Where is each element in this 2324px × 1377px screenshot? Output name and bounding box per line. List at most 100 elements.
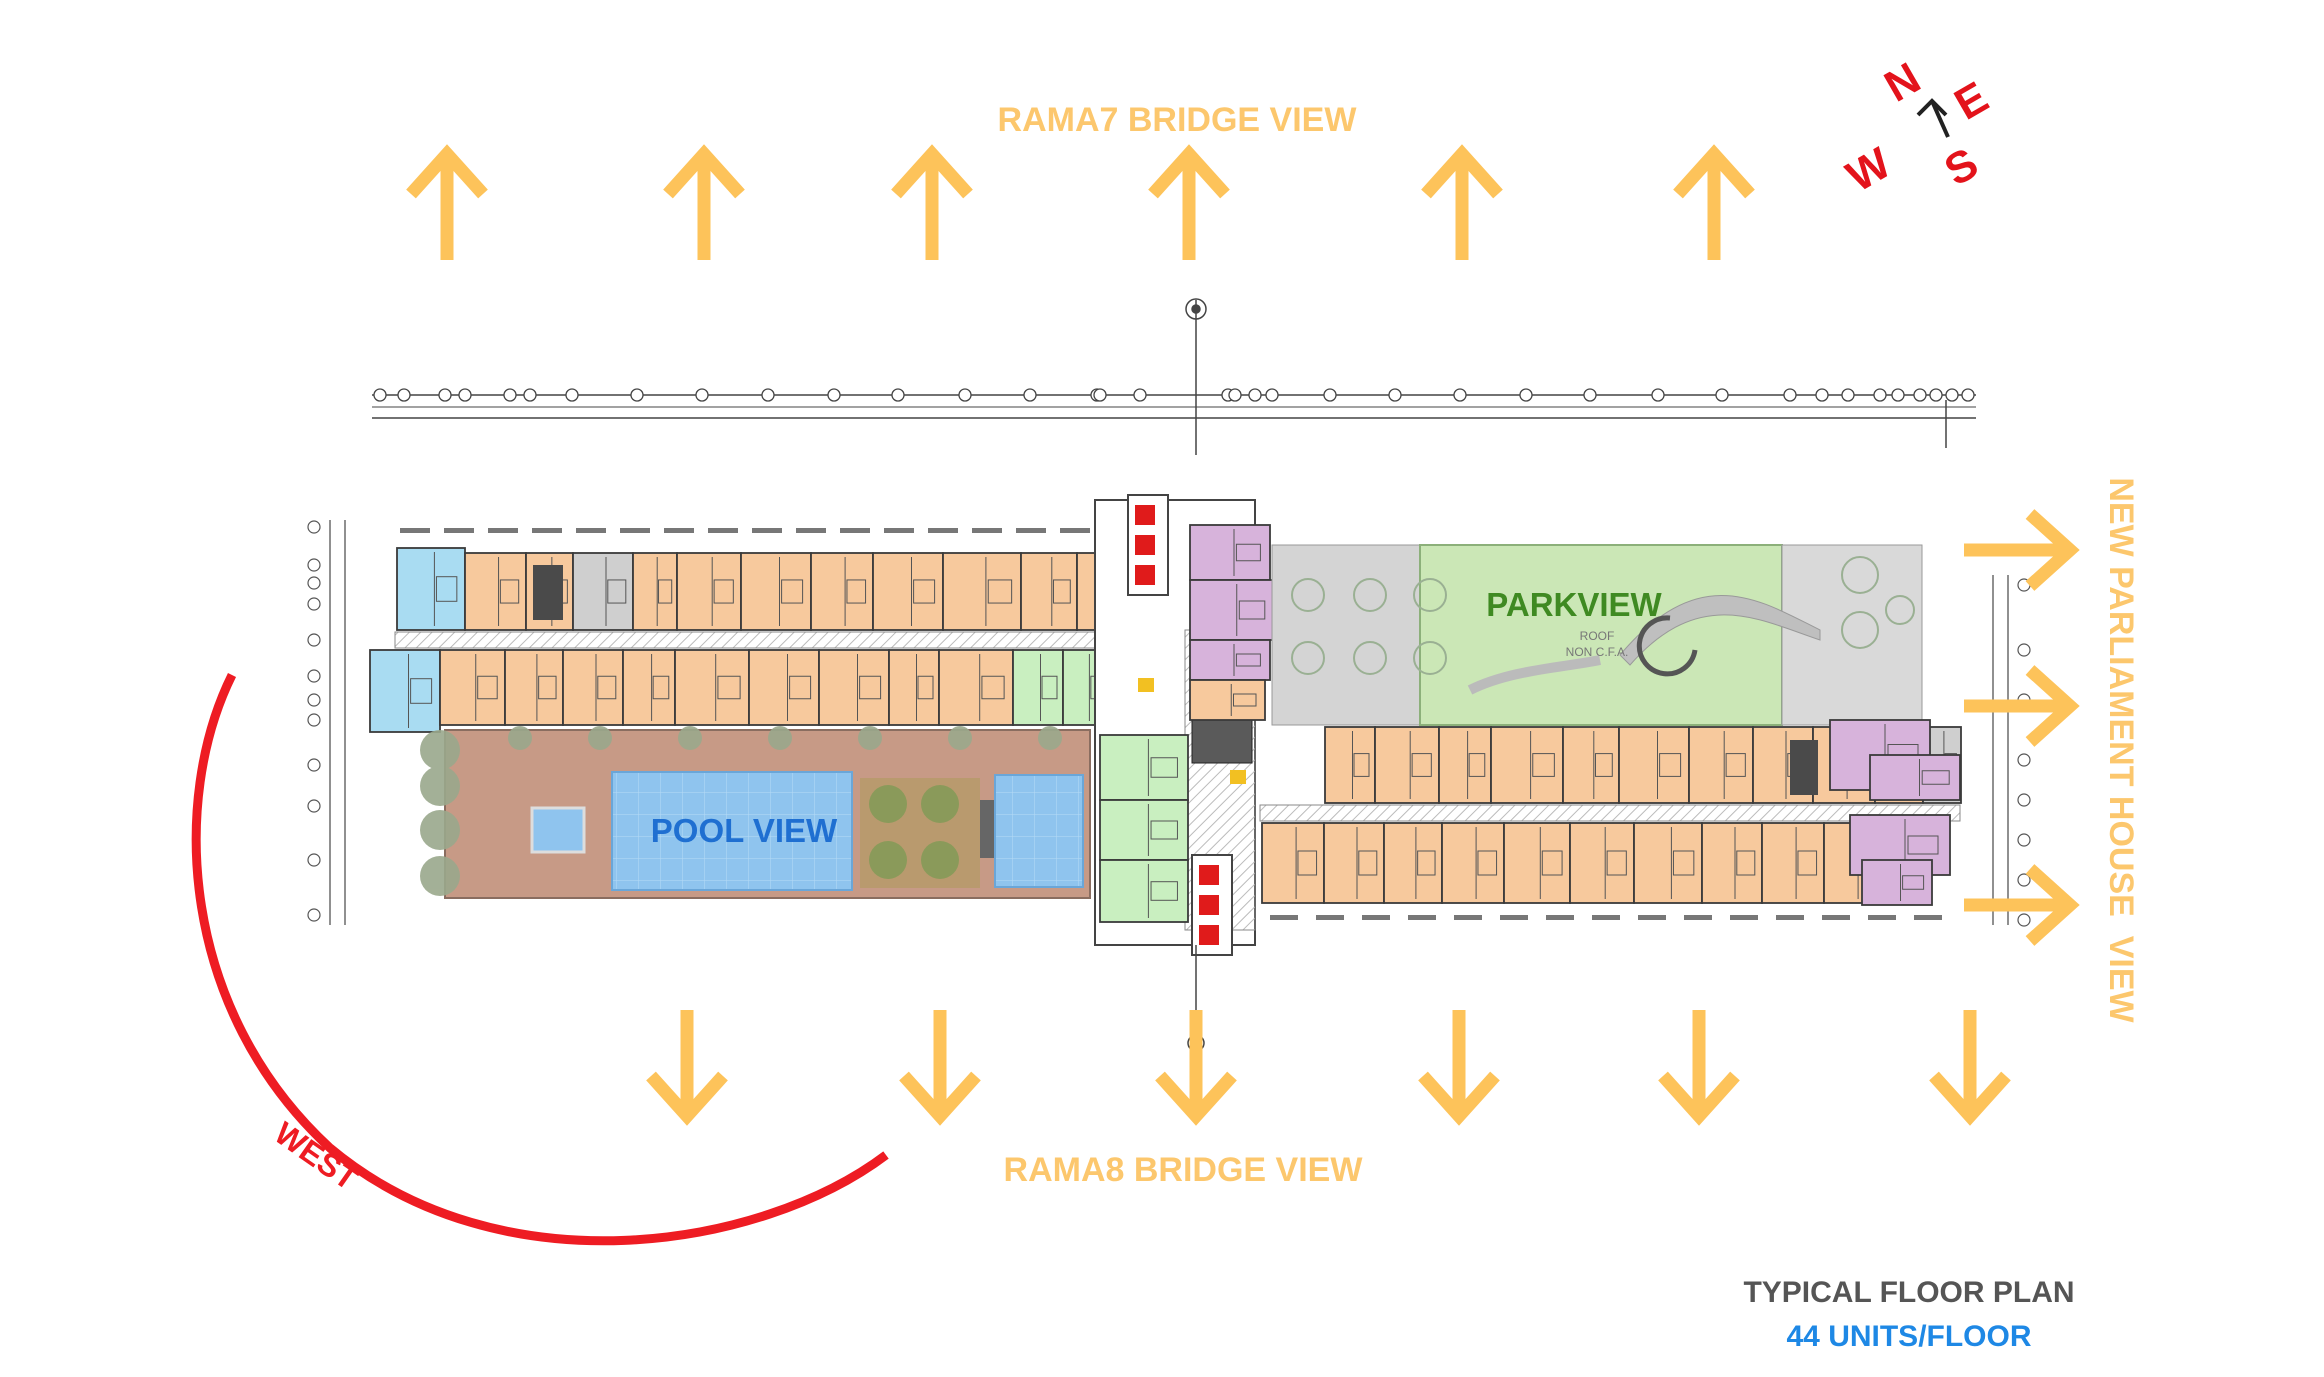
unit-tag [444,528,474,533]
unit-bath [538,675,557,700]
unit-bath [846,579,867,604]
grid-bubble [1323,388,1337,402]
unit-block [622,649,676,726]
pool-view-label: POOL VIEW [651,812,838,849]
unit-bath [1150,881,1178,901]
pool [611,771,853,891]
grid-bubble [307,669,321,683]
arrow-up-icon [1153,154,1225,260]
roof-note: ROOF [1580,629,1615,643]
unit-bath [1353,753,1370,777]
lift-lobby [1191,717,1253,764]
grid-bubble [1929,388,1943,402]
unit-block [464,552,527,631]
unit-tag [884,528,914,533]
unit-bath [913,579,936,604]
fire-stair-north [1127,494,1169,596]
grid-bubble [958,388,972,402]
park-area [1271,544,1923,726]
south-view-arrows [651,1010,2006,1116]
unit-block [632,552,678,631]
east-corridor [1259,804,1961,822]
unit-bath [1041,675,1058,700]
unit-bath [1417,850,1436,876]
deck-trees [420,726,1062,896]
stair-core [533,565,563,620]
unit-block [1869,754,1961,801]
unit-bath [717,675,741,700]
east-north-units [1324,726,1962,804]
left-grid-bubbles [307,520,321,922]
north-view-arrows [411,154,1750,260]
grid-bubble [1945,388,1959,402]
unit-bath [1468,753,1486,777]
unit-block [872,552,944,631]
unit-tag [620,528,650,533]
unit-block [1503,822,1571,904]
grid-bubble [373,388,387,402]
unit-bath [1797,850,1818,876]
unit-tag [576,528,606,533]
grid-bubble [307,853,321,867]
unit-bath [1541,850,1563,876]
unit-bath [1725,753,1746,777]
grid-bubble [1783,388,1797,402]
grid-bubble [307,693,321,707]
grid-bubble [1453,388,1467,402]
grid-bubble [1519,388,1533,402]
grid-bubble [1228,388,1242,402]
unit-bath [1736,850,1756,876]
unit-block [1441,822,1505,904]
unit-block [938,649,1014,726]
unit-bath [713,579,734,604]
east-view-arrows [1964,514,2070,941]
unit-bath [652,675,670,700]
grid-bubble [827,388,841,402]
grid-bubble [503,388,517,402]
unit-bath [1477,850,1498,876]
unit-bath [1235,653,1261,667]
unit-block [810,552,874,631]
units-per-floor: 44 UNITS/FLOOR [1786,1320,2031,1353]
unit-bath [1411,753,1432,777]
unit-bath [1594,753,1613,777]
unit-bath [789,675,812,700]
floor-plan-title: TYPICAL FLOOR PLAN [1743,1276,2074,1309]
unit-bath [1297,850,1318,876]
grid-bubble [523,388,537,402]
grid-bubble [2017,833,2031,847]
unit-tag [1684,915,1712,920]
stair-core [1790,740,1818,795]
grid-bubble [307,799,321,813]
unit-tag [972,528,1002,533]
unit-bath [987,579,1013,604]
grid-bubble [1133,388,1147,402]
unit-bath [1659,753,1682,777]
unit-tag [1270,915,1298,920]
unit-bath [781,579,804,604]
unit-block [676,552,742,631]
west-south-units [369,649,1112,733]
unit-block [1189,679,1266,721]
grid-bubble [695,388,709,402]
grid-bubble [1961,388,1975,402]
parkview-label: PARKVIEW [1486,586,1662,623]
unit-bath [477,675,498,700]
unit-block [1099,799,1189,861]
compass-e: E [1947,73,1997,130]
unit-bath [981,675,1005,700]
west-arc [191,673,889,1246]
core-green-units [1099,734,1189,923]
grid-bubble [2017,643,2031,657]
grid-bubble [761,388,775,402]
grid-bubble [1891,388,1905,402]
unit-block [1569,822,1635,904]
grid-bubble [1815,388,1829,402]
grid-bubble [2017,873,2031,887]
unit-tag [752,528,782,533]
grid-bubble [1248,388,1262,402]
unit-block [1020,552,1078,631]
grid-bubble [1651,388,1665,402]
unit-bath [499,579,520,604]
unit-tag [1016,528,1046,533]
